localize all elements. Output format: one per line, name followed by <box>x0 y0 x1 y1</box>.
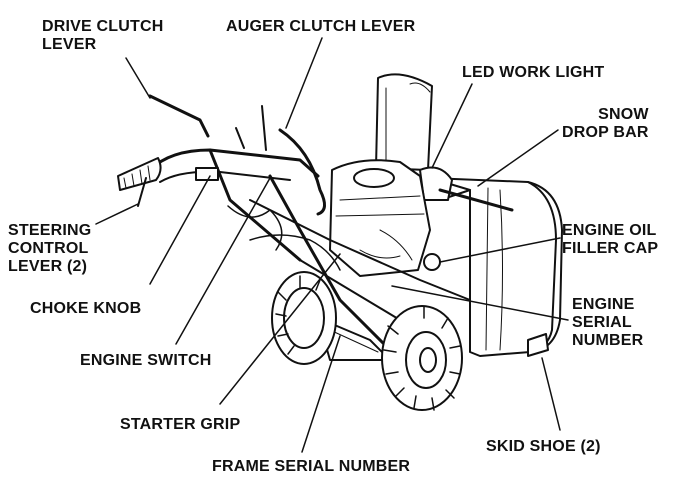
label-engine-serial-line3: NUMBER <box>572 332 644 349</box>
leader-snow-drop-bar <box>477 129 559 187</box>
label-led-work-light: LED WORK LIGHT <box>462 64 605 81</box>
leader-led-work-light <box>431 83 473 169</box>
label-steering-line3: LEVER (2) <box>8 258 88 275</box>
label-snow-drop-line2: DROP BAR <box>562 124 649 141</box>
leader-lines <box>95 37 569 453</box>
leader-starter-grip <box>219 253 341 405</box>
label-steering-line1: STEERING <box>8 222 92 239</box>
engine <box>329 159 441 277</box>
right-wheel <box>381 305 463 411</box>
label-steering-line2: CONTROL <box>8 240 89 257</box>
left-grip <box>117 157 162 191</box>
label-snow-drop-bar: SNOW DROP BAR <box>562 106 649 142</box>
label-engine-oil-line2: FILLER CAP <box>562 240 659 257</box>
skid-shoe <box>527 333 549 357</box>
label-drive-clutch-line2: LEVER <box>42 36 97 53</box>
leader-engine-oil <box>439 237 561 263</box>
snow-drop-bar <box>438 188 514 212</box>
handle-assembly <box>117 94 392 352</box>
label-auger-clutch-lever: AUGER CLUTCH LEVER <box>226 18 416 35</box>
leader-drive-clutch <box>125 57 151 99</box>
auger-clutch-lever-shape <box>278 128 326 216</box>
leader-skid-shoe <box>541 357 561 431</box>
label-choke-knob: CHOKE KNOB <box>30 300 142 317</box>
label-starter-grip: STARTER GRIP <box>120 416 241 433</box>
discharge-chute <box>375 73 433 171</box>
leader-choke <box>149 175 211 285</box>
label-skid-shoe: SKID SHOE (2) <box>486 438 601 455</box>
left-wheel <box>271 271 337 365</box>
leader-auger-clutch <box>285 37 323 129</box>
label-engine-switch: ENGINE SWITCH <box>80 352 212 369</box>
label-engine-serial-line1: ENGINE <box>572 296 635 313</box>
label-engine-serial-number: ENGINE SERIAL NUMBER <box>572 296 643 350</box>
leader-frame-serial <box>301 335 341 453</box>
drive-clutch-lever-shape <box>148 94 210 138</box>
leader-engine-switch <box>175 177 271 345</box>
label-engine-serial-line2: SERIAL <box>572 314 632 331</box>
label-frame-serial-number: FRAME SERIAL NUMBER <box>212 458 411 475</box>
leader-engine-serial <box>391 285 569 321</box>
label-snow-drop-line1: SNOW <box>598 106 649 123</box>
label-drive-clutch-lever: DRIVE CLUTCH LEVER <box>42 18 164 54</box>
label-engine-oil-line1: ENGINE OIL <box>562 222 657 239</box>
label-drive-clutch-line1: DRIVE CLUTCH <box>42 18 164 35</box>
label-engine-oil-filler-cap: ENGINE OIL FILLER CAP <box>562 222 658 258</box>
led-light-housing <box>419 166 453 201</box>
leader-steering <box>95 203 139 225</box>
label-steering-control-lever: STEERING CONTROL LEVER (2) <box>8 222 91 276</box>
